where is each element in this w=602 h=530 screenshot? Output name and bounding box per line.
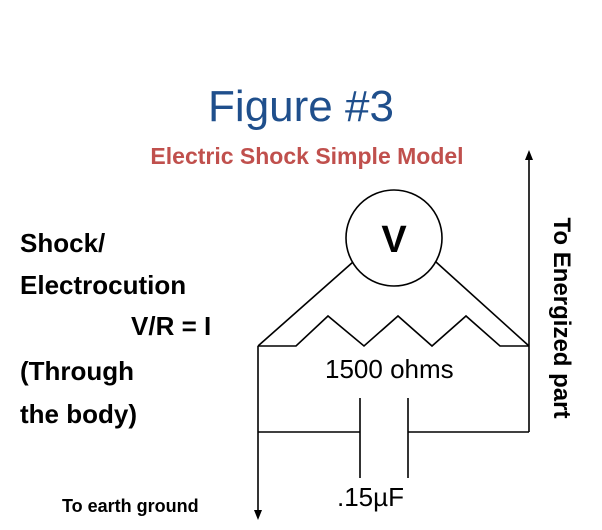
- resistor-symbol: [258, 314, 529, 348]
- energized-arrow-icon: [525, 150, 533, 160]
- voltmeter-label: V: [381, 219, 407, 261]
- capacitor-label: .15µF: [337, 482, 405, 512]
- voltmeter-symbol: [345, 189, 443, 287]
- energized-part-label: To Energized part: [548, 217, 575, 419]
- figure-subtitle: Electric Shock Simple Model: [150, 143, 464, 169]
- figure-title: Figure #3: [208, 82, 394, 131]
- left-text-line-2: Electrocution: [20, 270, 187, 300]
- ground-label: To earth ground: [62, 496, 199, 516]
- left-text-line-3: V/R = I: [131, 311, 212, 341]
- ground-arrow-icon: [254, 510, 262, 520]
- voltmeter-left-lead: [257, 261, 354, 347]
- left-text-line-1: Shock/: [20, 228, 106, 258]
- voltmeter-right-lead: [435, 261, 530, 347]
- left-text-line-5: the body): [20, 399, 137, 429]
- resistor-label: 1500 ohms: [325, 354, 454, 384]
- left-text-line-4: (Through: [20, 356, 135, 386]
